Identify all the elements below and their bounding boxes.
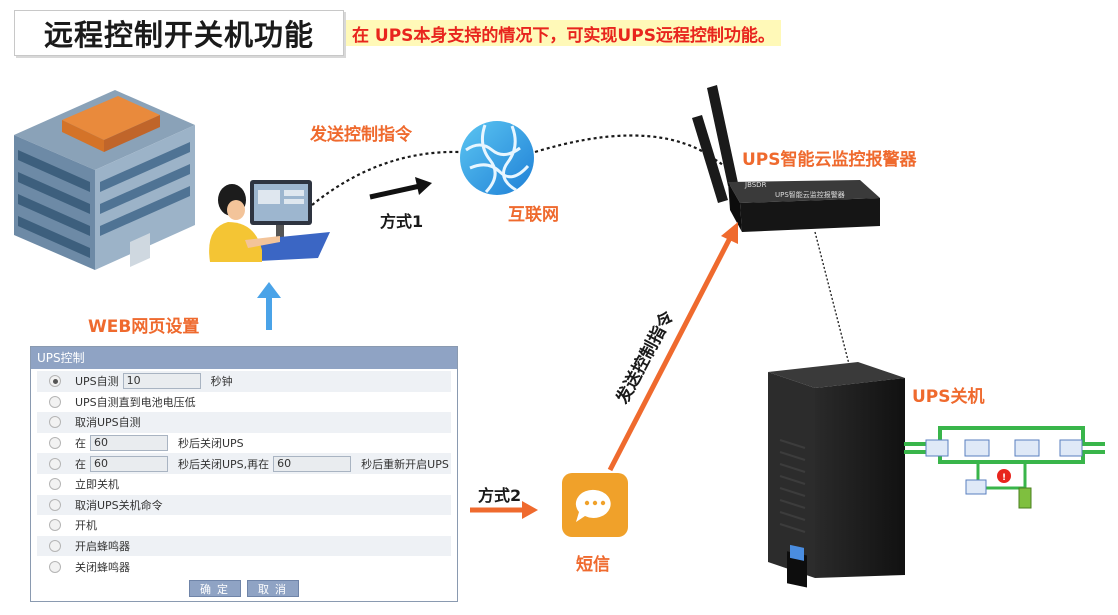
title-box: 远程控制开关机功能 bbox=[14, 10, 344, 56]
self-test-seconds-input[interactable]: 10 bbox=[122, 373, 201, 390]
radio-button[interactable] bbox=[49, 560, 61, 573]
label-device: UPS智能云监控报警器 bbox=[742, 150, 917, 170]
option-label: 在 bbox=[75, 457, 86, 471]
option-label: 在 bbox=[75, 437, 86, 451]
device-print: UPS智能云监控报警器 bbox=[775, 190, 845, 199]
option-label: 立即关机 bbox=[75, 478, 119, 492]
restart-delay-input[interactable]: 60 bbox=[273, 455, 352, 472]
svg-text:!: ! bbox=[1002, 473, 1006, 483]
option-label: 开启蜂鸣器 bbox=[75, 540, 130, 554]
panel-title: UPS控制 bbox=[31, 347, 457, 369]
method1-arrow-icon bbox=[369, 177, 432, 200]
option-label: 取消UPS自测 bbox=[75, 416, 141, 430]
label-method2: 方式2 bbox=[478, 486, 522, 505]
radio-button[interactable] bbox=[49, 437, 61, 450]
globe-icon bbox=[460, 121, 534, 195]
option-buzzer-on[interactable]: 开启蜂鸣器 bbox=[37, 535, 451, 557]
radio-button[interactable] bbox=[49, 498, 61, 511]
option-buzzer-off[interactable]: 关闭蜂鸣器 bbox=[37, 556, 451, 577]
radio-button[interactable] bbox=[49, 519, 61, 532]
option-label: UPS自测直到电池电压低 bbox=[75, 395, 196, 409]
ups-tower-icon bbox=[768, 362, 905, 588]
option-cancel-self-test[interactable]: 取消UPS自测 bbox=[37, 412, 451, 433]
office-building-icon bbox=[14, 90, 195, 270]
option-suffix: 秒后关闭UPS bbox=[178, 437, 244, 451]
option-power-on[interactable]: 开机 bbox=[37, 515, 451, 536]
blue-up-arrow-icon bbox=[257, 282, 281, 330]
device-brand: JBSDR bbox=[744, 181, 767, 189]
control-options: UPS自测 10 秒钟 UPS自测直到电池电压低 取消UPS自测 在 60 秒后… bbox=[31, 369, 457, 577]
option-label: 取消UPS关机命令 bbox=[75, 498, 163, 512]
page-title: 远程控制开关机功能 bbox=[43, 18, 314, 52]
option-suffix: 秒后重新开启UPS bbox=[361, 457, 449, 471]
label-web-settings: WEB网页设置 bbox=[88, 317, 200, 337]
label-method1: 方式1 bbox=[380, 212, 424, 231]
radio-button[interactable] bbox=[49, 375, 61, 388]
label-internet: 互联网 bbox=[508, 205, 559, 225]
network-link-left bbox=[311, 150, 461, 206]
sms-to-device-arrow-icon bbox=[607, 222, 738, 472]
radio-button[interactable] bbox=[49, 395, 61, 408]
option-mid: 秒后关闭UPS,再在 bbox=[178, 457, 270, 471]
option-shutdown-now[interactable]: 立即关机 bbox=[37, 474, 451, 495]
option-label: 开机 bbox=[75, 519, 97, 533]
confirm-button[interactable]: 确定 bbox=[189, 579, 241, 597]
option-self-test[interactable]: UPS自测 10 秒钟 bbox=[37, 371, 451, 392]
radio-button[interactable] bbox=[49, 457, 61, 470]
option-label: UPS自测 bbox=[75, 375, 119, 389]
radio-button[interactable] bbox=[49, 416, 61, 429]
option-label: 关闭蜂鸣器 bbox=[75, 560, 130, 574]
shutdown-delay-input[interactable]: 60 bbox=[90, 455, 168, 472]
ups-control-panel: UPS控制 UPS自测 10 秒钟 UPS自测直到电池电压低 取消UPS自测 在… bbox=[30, 346, 458, 602]
option-cancel-shutdown[interactable]: 取消UPS关机命令 bbox=[37, 494, 451, 516]
user-at-computer-icon bbox=[209, 180, 330, 262]
ups-circuit-diagram-icon: ! bbox=[904, 426, 1105, 509]
option-self-test-until-low[interactable]: UPS自测直到电池电压低 bbox=[37, 392, 451, 413]
subtitle-banner: 在 UPS本身支持的情况下，可实现UPS远程控制功能。 bbox=[346, 20, 781, 46]
cancel-button[interactable]: 取消 bbox=[247, 579, 299, 597]
panel-buttons: 确定 取消 bbox=[31, 579, 457, 597]
device-ups-link bbox=[814, 231, 851, 369]
radio-button[interactable] bbox=[49, 540, 61, 553]
label-sms: 短信 bbox=[576, 555, 610, 575]
method2-arrow-icon bbox=[470, 501, 538, 519]
radio-button[interactable] bbox=[49, 478, 61, 491]
option-delayed-shutdown[interactable]: 在 60 秒后关闭UPS bbox=[37, 433, 451, 454]
router-device-icon bbox=[692, 85, 880, 232]
option-shutdown-restart[interactable]: 在 60 秒后关闭UPS,再在 60 秒后重新开启UPS bbox=[37, 453, 451, 474]
sms-chat-icon bbox=[562, 473, 628, 537]
label-ups-off: UPS关机 bbox=[912, 387, 985, 407]
network-link-right bbox=[534, 134, 736, 176]
label-send-command: 发送控制指令 bbox=[310, 125, 412, 145]
option-suffix: 秒钟 bbox=[210, 375, 233, 389]
shutdown-delay-input[interactable]: 60 bbox=[90, 435, 168, 452]
